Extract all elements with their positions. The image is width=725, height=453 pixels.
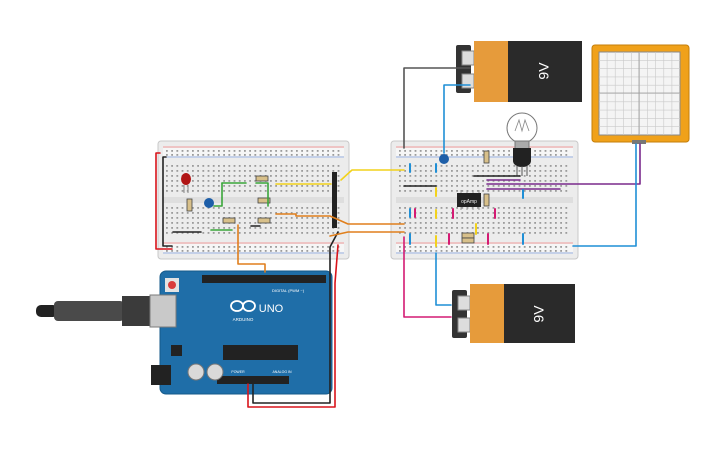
light-bulb[interactable] <box>506 112 538 150</box>
battery-bottom-label: 9V <box>531 305 547 323</box>
capacitor-right[interactable] <box>439 154 449 164</box>
capacitor-left[interactable] <box>204 198 214 208</box>
opamp-label: opAmp <box>461 199 477 205</box>
short-jumpers[interactable] <box>409 163 524 247</box>
wire[interactable] <box>213 182 223 207</box>
transistor[interactable] <box>513 148 531 176</box>
arduino-model: UNO <box>259 303 284 315</box>
arduino-brand: ARDUINO <box>233 317 254 322</box>
arduino-header-power: POWER <box>231 370 245 374</box>
battery-top[interactable]: 9V <box>456 41 582 102</box>
wire[interactable] <box>403 67 471 149</box>
battery-bottom[interactable]: 9V <box>452 284 575 343</box>
wire[interactable] <box>155 152 173 250</box>
wire[interactable] <box>252 231 339 404</box>
arduino-header-analog: ANALOG IN <box>272 370 292 374</box>
led-red[interactable] <box>181 173 191 193</box>
breadboard-left[interactable] <box>157 140 350 260</box>
wire[interactable] <box>340 169 405 181</box>
wire[interactable] <box>486 143 641 185</box>
wire[interactable] <box>403 236 452 318</box>
battery-top-label: 9V <box>536 62 552 80</box>
opamp-chip[interactable]: opAmp <box>457 190 481 210</box>
wire[interactable] <box>162 156 173 247</box>
header-strip[interactable] <box>332 172 337 228</box>
wire[interactable] <box>275 213 405 225</box>
wire[interactable] <box>435 252 452 306</box>
arduino-logo <box>230 300 256 312</box>
wire[interactable] <box>329 231 405 237</box>
wire[interactable] <box>572 143 637 247</box>
oscilloscope[interactable] <box>591 44 690 144</box>
wire[interactable] <box>255 182 269 207</box>
wire[interactable] <box>247 244 339 408</box>
wire[interactable] <box>443 84 471 154</box>
arduino-uno[interactable]: ARDUINO UNO DIGITAL (PWM ~) POWER ANALOG… <box>149 270 333 395</box>
wires[interactable] <box>155 67 641 408</box>
arduino-header-digital: DIGITAL (PWM ~) <box>272 288 305 293</box>
resistors-left[interactable] <box>186 175 271 224</box>
resistors-right[interactable] <box>461 150 490 244</box>
wire[interactable] <box>237 224 266 273</box>
